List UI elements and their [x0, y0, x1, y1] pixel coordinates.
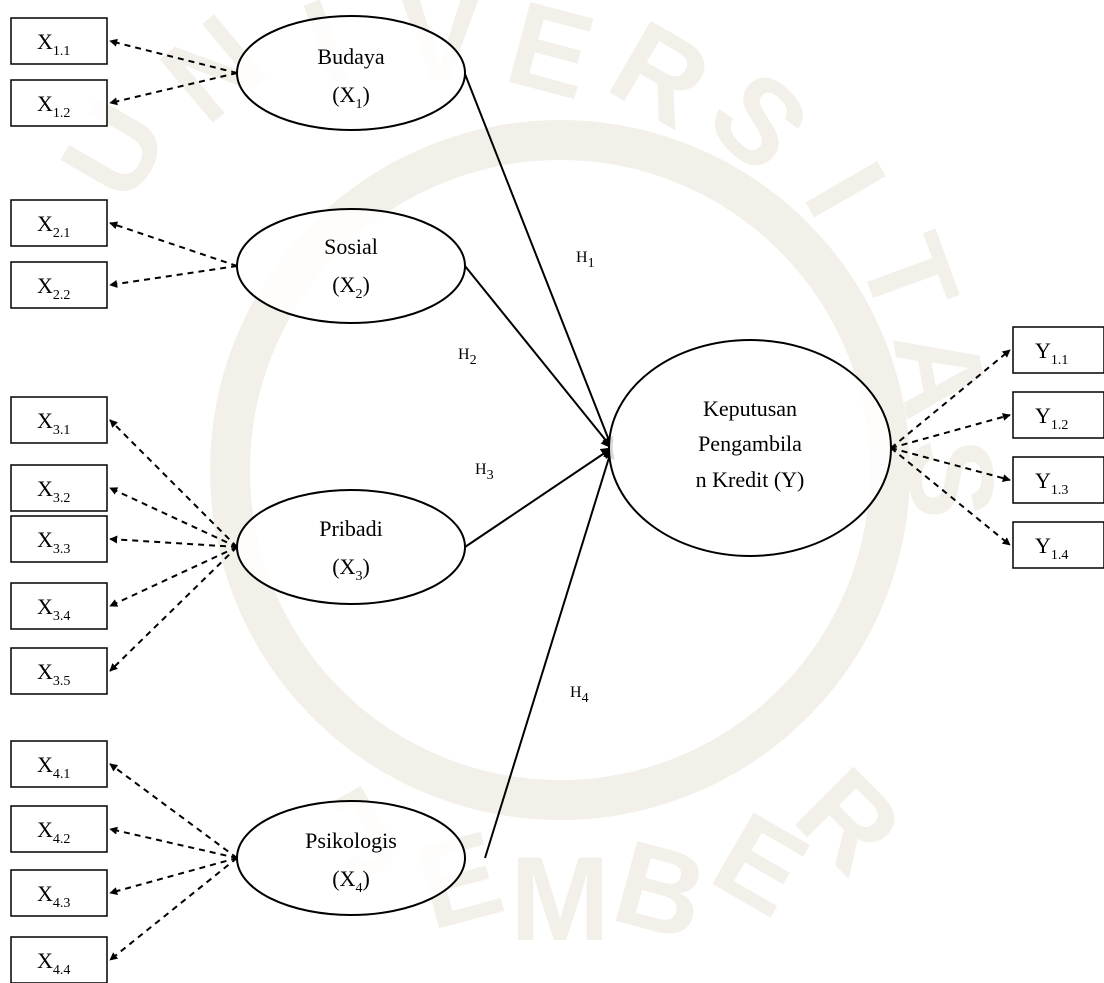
- loading-arrow-y-1-2: [890, 413, 1011, 449]
- indicator-x1-1: X1.1: [10, 17, 108, 65]
- loading-arrow-1-1: [109, 38, 238, 74]
- indicator-x3-2: X3.2: [10, 464, 108, 512]
- indicator-box: [10, 464, 108, 512]
- indicator-label: X4.2: [37, 817, 70, 847]
- indicator-y1-2: Y1.2: [1012, 391, 1104, 439]
- indicator-x4-2: X4.2: [10, 805, 108, 853]
- indicator-box: [1012, 456, 1104, 504]
- latent-x2: Sosial(X2): [236, 208, 466, 324]
- latent-x1: Budaya(X1): [236, 15, 466, 131]
- loading-arrow-2-2: [109, 265, 238, 288]
- watermark-letter: M: [510, 832, 610, 966]
- path-arrow-h1: [464, 73, 614, 450]
- hypothesis-label-h3: H3: [475, 461, 494, 483]
- indicator-box: [1012, 521, 1104, 569]
- indicator-box: [10, 582, 108, 630]
- indicator-box: [10, 396, 108, 444]
- indicator-box: [1012, 391, 1104, 439]
- indicator-box: [10, 261, 108, 309]
- latent-ellipse: [236, 208, 466, 324]
- outcome-line3: n Kredit (Y): [696, 467, 805, 492]
- hypothesis-label-h4: H4: [570, 684, 589, 706]
- latent-name: Budaya: [317, 44, 384, 69]
- indicator-x2-2: X2.2: [10, 261, 108, 309]
- indicator-box: [10, 740, 108, 788]
- indicator-x4-3: X4.3: [10, 869, 108, 917]
- indicator-y1-1: Y1.1: [1012, 326, 1104, 374]
- latent-ellipse: [236, 800, 466, 916]
- indicator-y1-4: Y1.4: [1012, 521, 1104, 569]
- loading-arrow-4-4: [109, 857, 238, 961]
- latent-x4: Psikologis(X4): [236, 800, 466, 916]
- indicator-box: [10, 199, 108, 247]
- indicator-box: [10, 647, 108, 695]
- indicator-box: [10, 936, 108, 983]
- indicator-box: [10, 515, 108, 563]
- latent-x3: Pribadi(X3): [236, 489, 466, 605]
- loading-arrow-3-1: [109, 419, 238, 548]
- indicator-box: [1012, 326, 1104, 374]
- loading-arrow-y-1-4: [890, 447, 1011, 546]
- path-arrow-h3: [464, 447, 613, 548]
- indicator-x3-4: X3.4: [10, 582, 108, 630]
- outcome-ellipse: [608, 339, 892, 557]
- loading-arrow-3-2: [109, 487, 238, 548]
- indicator-box: [10, 79, 108, 127]
- latent-name: Pribadi: [319, 516, 383, 541]
- watermark-ring: [210, 120, 910, 820]
- path-arrow-h4: [484, 446, 615, 859]
- latent-name: Psikologis: [305, 828, 397, 853]
- outcome-line1: Keputusan: [703, 396, 797, 421]
- indicator-x3-3: X3.3: [10, 515, 108, 563]
- indicator-box: [10, 17, 108, 65]
- indicator-x3-1: X3.1: [10, 396, 108, 444]
- indicator-x4-1: X4.1: [10, 740, 108, 788]
- latent-ellipse: [236, 489, 466, 605]
- indicator-x2-1: X2.1: [10, 199, 108, 247]
- hypothesis-label-h2: H2: [458, 346, 477, 368]
- loading-arrow-2-1: [109, 221, 238, 267]
- loading-arrow-3-3: [109, 535, 238, 548]
- indicator-box: [10, 805, 108, 853]
- loading-arrow-y-1-1: [890, 349, 1011, 449]
- loading-arrow-3-4: [109, 546, 238, 607]
- indicator-x3-5: X3.5: [10, 647, 108, 695]
- loading-arrow-4-1: [109, 763, 238, 859]
- loading-arrow-3-5: [109, 546, 238, 672]
- path-arrow-h2: [464, 265, 613, 449]
- latent-ellipse: [236, 15, 466, 131]
- loading-arrow-4-3: [109, 857, 238, 895]
- latent-name: Sosial: [324, 234, 378, 259]
- indicator-y1-3: Y1.3: [1012, 456, 1104, 504]
- loading-arrow-y-1-3: [890, 447, 1011, 482]
- indicator-box: [10, 869, 108, 917]
- outcome-line2: Pengambila: [698, 431, 802, 456]
- indicator-x4-4: X4.4: [10, 936, 108, 983]
- hypothesis-label-h1: H1: [576, 249, 595, 271]
- indicator-x1-2: X1.2: [10, 79, 108, 127]
- loading-arrow-1-2: [109, 72, 238, 106]
